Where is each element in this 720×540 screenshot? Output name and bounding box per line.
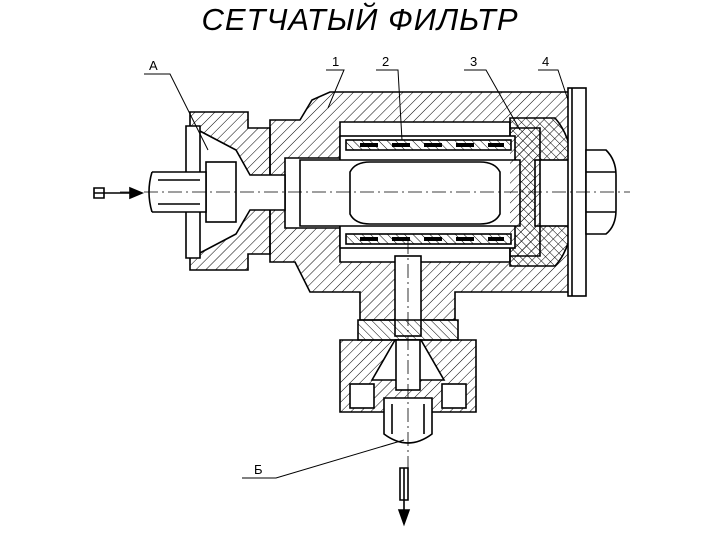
callout-part4-label: 4: [542, 54, 549, 69]
center-lines: [120, 191, 630, 470]
callout-leaders: [144, 69, 569, 479]
inlet-flow-arrow: [93, 186, 145, 200]
callout-outlet-label: Б: [254, 462, 263, 477]
outlet-flow-arrow: [397, 467, 411, 527]
callout-part2-label: 2: [382, 54, 389, 69]
callout-part1-label: 1: [332, 54, 339, 69]
callout-part3-label: 3: [470, 54, 477, 69]
callout-inlet-label: А: [149, 58, 158, 73]
diagram-title: СЕТЧАТЫЙ ФИЛЬТР: [201, 2, 519, 37]
